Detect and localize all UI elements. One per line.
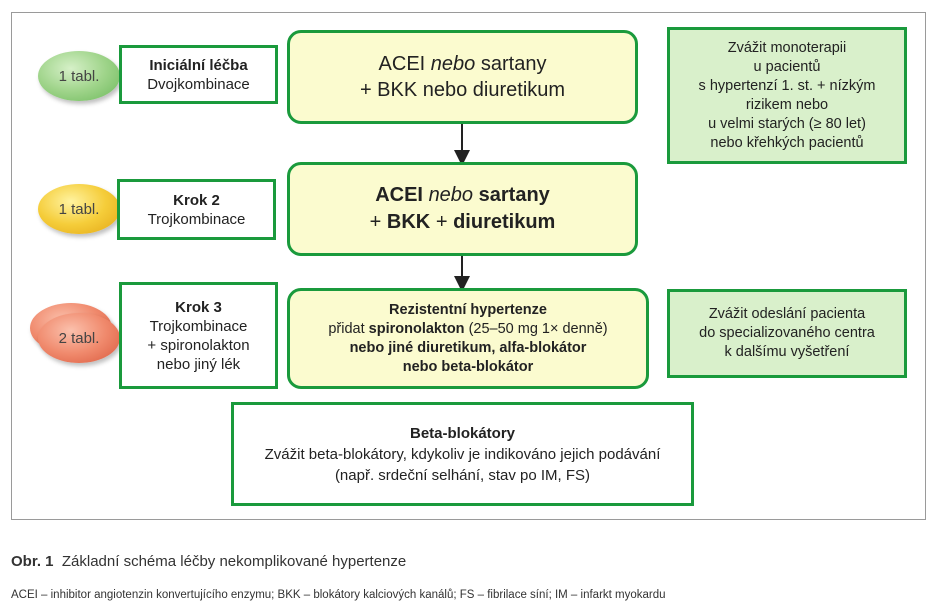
- therapy-line-1: ACEI nebo sartany: [378, 53, 547, 75]
- side-note-referral: Zvážit odeslání pacienta do specializova…: [667, 289, 907, 378]
- pill-label: 1 tabl.: [58, 67, 100, 85]
- therapy-line-1: ACEI nebo sartany: [375, 184, 550, 206]
- therapy-line-2: + BKK nebo diuretikum: [359, 79, 566, 101]
- pill-label: 2 tabl.: [58, 329, 100, 347]
- side-line: Zvážit odeslání pacienta: [708, 306, 866, 322]
- figure-title: Základní schéma léčby nekomplikované hyp…: [61, 553, 407, 570]
- beta-line: (např. srdeční selhání, stav po IM, FS): [334, 466, 591, 484]
- therapy-line: přidat spironolakton (25–50 mg 1× denně): [328, 320, 608, 337]
- side-line: Zvážit monoterapii: [727, 39, 847, 56]
- therapy-box-initial: ACEI nebo sartany + BKK nebo diuretikum: [287, 30, 638, 124]
- step-box-2: Krok 2 Trojkombinace: [117, 179, 276, 240]
- side-note-monotherapy: Zvážit monoterapii u pacientů s hyperten…: [667, 27, 907, 164]
- side-line: nebo křehkých pacientů: [710, 134, 864, 151]
- therapy-line: nebo beta-blokátor: [402, 358, 534, 375]
- step-title: Iniciální léčba: [149, 56, 248, 74]
- abbreviations-note: ACEI – inhibitor angiotenzin konvertujíc…: [11, 589, 666, 601]
- therapy-line: nebo jiné diuretikum, alfa-blokátor: [349, 339, 587, 356]
- side-line: s hypertenzí 1. st. + nízkým: [698, 77, 876, 94]
- step-box-3: Krok 3 Trojkombinace + spironolakton neb…: [119, 282, 278, 389]
- side-line: u velmi starých (≥ 80 let): [708, 115, 866, 132]
- step-title: Krok 3: [175, 298, 222, 316]
- beta-line: Zvážit beta-blokátory, kdykoliv je indik…: [264, 445, 661, 463]
- therapy-box-step-3: Rezistentní hypertenze přidat spironolak…: [287, 288, 649, 389]
- step-text: + spironolakton: [147, 336, 250, 354]
- pill-label: 1 tabl.: [58, 200, 100, 218]
- beta-blocker-box: Beta-blokátory Zvážit beta-blokátory, kd…: [231, 402, 694, 506]
- therapy-title: Rezistentní hypertenze: [389, 301, 547, 318]
- step-text: Trojkombinace: [147, 210, 246, 228]
- figure-caption: Obr. 1 Základní schéma léčby nekomplikov…: [11, 553, 406, 570]
- side-line: u pacientů: [753, 58, 821, 75]
- pill-step-3: 2 tabl.: [38, 313, 120, 363]
- therapy-line-2: + BKK + diuretikum: [369, 211, 556, 233]
- step-text: Dvojkombinace: [147, 75, 250, 93]
- pill-step-2: 1 tabl.: [38, 184, 120, 234]
- side-line: k dalšímu vyšetření: [724, 344, 850, 360]
- diagram-frame: [11, 12, 926, 520]
- side-line: do specializovaného centra: [699, 325, 875, 341]
- figure-number: Obr. 1: [11, 553, 54, 570]
- side-line: rizikem nebo: [745, 96, 829, 113]
- therapy-box-step-2: ACEI nebo sartany + BKK + diuretikum: [287, 162, 638, 256]
- pill-step-1: 1 tabl.: [38, 51, 120, 101]
- beta-title: Beta-blokátory: [409, 424, 516, 442]
- step-title: Krok 2: [173, 191, 220, 209]
- step-text: nebo jiný lék: [156, 355, 241, 373]
- step-box-initial: Iniciální léčba Dvojkombinace: [119, 45, 278, 104]
- step-text: Trojkombinace: [149, 317, 248, 335]
